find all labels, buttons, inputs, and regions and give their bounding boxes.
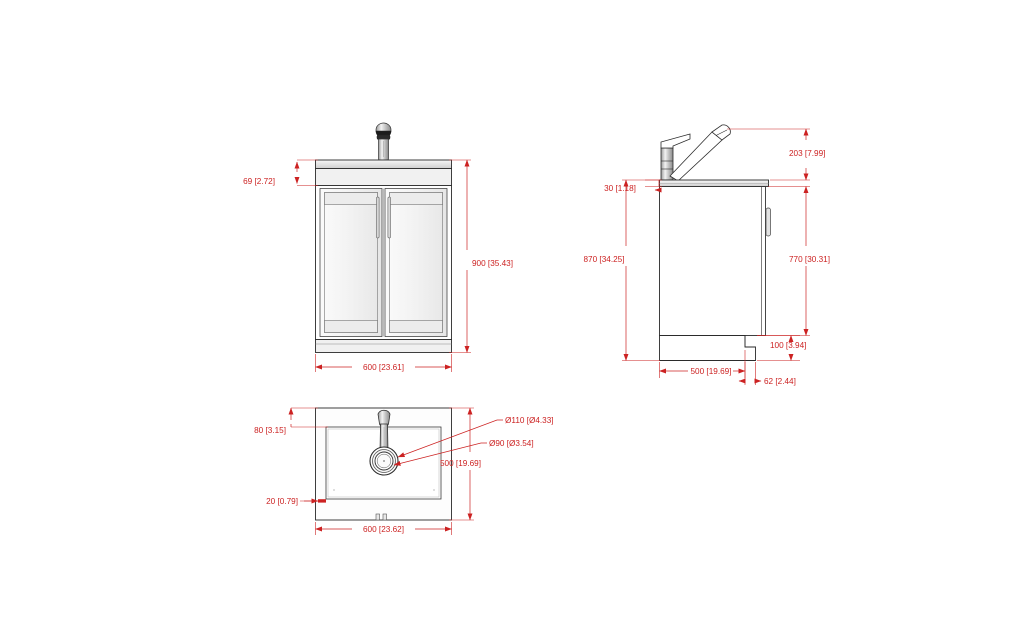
front-top-rail <box>315 168 452 186</box>
front-plinth <box>315 339 452 353</box>
dimension-top-drain-inner-dia: Ø90 [Ø3.54] <box>393 439 534 466</box>
front-door-right-handle <box>387 196 391 239</box>
dimension-side-overall-height: 870 [34.25] <box>584 179 660 361</box>
dimension-top-width-label: 600 [23.62] <box>363 525 404 534</box>
front-elevation-view: 69 [2.72] 900 [35.43] 600 [23.61] <box>243 122 513 372</box>
front-door-left-handle <box>376 196 380 239</box>
top-front-tab-right <box>382 513 387 521</box>
side-plinth <box>659 335 756 361</box>
dimension-front-countertop-thickness-label: 69 [2.72] <box>243 177 275 186</box>
top-drain-icon <box>369 446 399 476</box>
dimension-top-drain-outer-dia-label: Ø110 [Ø4.33] <box>505 416 554 425</box>
side-countertop <box>659 179 769 187</box>
dimension-side-plinth-height: 100 [3.94] <box>757 335 806 361</box>
dimension-top-rear-ledge-label: 80 [3.15] <box>254 426 286 435</box>
front-countertop <box>315 159 452 169</box>
side-cabinet-body <box>659 186 766 336</box>
side-door-handle <box>765 207 771 237</box>
dimension-top-depth-label: 500 [19.69] <box>440 459 481 468</box>
dimension-side-countertop-thickness-label: 30 [1.18] <box>604 184 636 193</box>
dimension-top-width: 600 [23.62] <box>315 522 452 535</box>
dimension-side-countertop-thickness: 30 [1.18] <box>604 179 662 193</box>
dimension-side-plinth-height-label: 100 [3.94] <box>770 341 806 350</box>
front-faucet-icon <box>375 122 392 164</box>
dimension-front-overall-height-label: 900 [35.43] <box>472 259 513 268</box>
side-elevation-view: 203 [7.99] 30 [1.18] 870 [34.25] <box>584 124 830 386</box>
dimension-side-faucet-height-label: 203 [7.99] <box>789 149 825 158</box>
dimension-top-depth: 500 [19.69] <box>440 407 481 521</box>
dimension-top-front-edge-label: 20 [0.79] <box>266 497 298 506</box>
dimension-front-overall-width: 600 [23.61] <box>315 354 452 372</box>
dimension-top-drain-inner-dia-label: Ø90 [Ø3.54] <box>489 439 534 448</box>
front-door-left <box>319 188 383 337</box>
dimension-front-overall-height: 900 [35.43] <box>449 159 513 353</box>
front-door-right <box>384 188 448 337</box>
side-faucet-icon <box>660 124 731 182</box>
dimension-side-overall-height-label: 870 [34.25] <box>584 255 625 264</box>
dimension-top-rear-ledge: 80 [3.15] <box>254 407 328 435</box>
dimension-side-faucet-height: 203 [7.99] <box>727 128 825 181</box>
dimension-side-cabinet-height-label: 770 [30.31] <box>789 255 830 264</box>
top-front-tab-left <box>375 513 380 521</box>
dimension-side-depth-label: 500 [19.69] <box>691 367 732 376</box>
dimension-side-plinth-setback: 62 [2.44] <box>738 362 796 386</box>
dimension-front-countertop-thickness: 69 [2.72] <box>243 159 318 186</box>
dimension-front-overall-width-label: 600 [23.61] <box>363 363 404 372</box>
dimension-side-plinth-setback-label: 62 [2.44] <box>764 377 796 386</box>
dimension-top-front-edge: 20 [0.79] <box>266 497 326 506</box>
top-plan-view: 80 [3.15] 20 [0.79] 500 [19.69] <box>254 407 554 535</box>
dimension-top-drain-outer-dia: Ø110 [Ø4.33] <box>397 416 554 458</box>
